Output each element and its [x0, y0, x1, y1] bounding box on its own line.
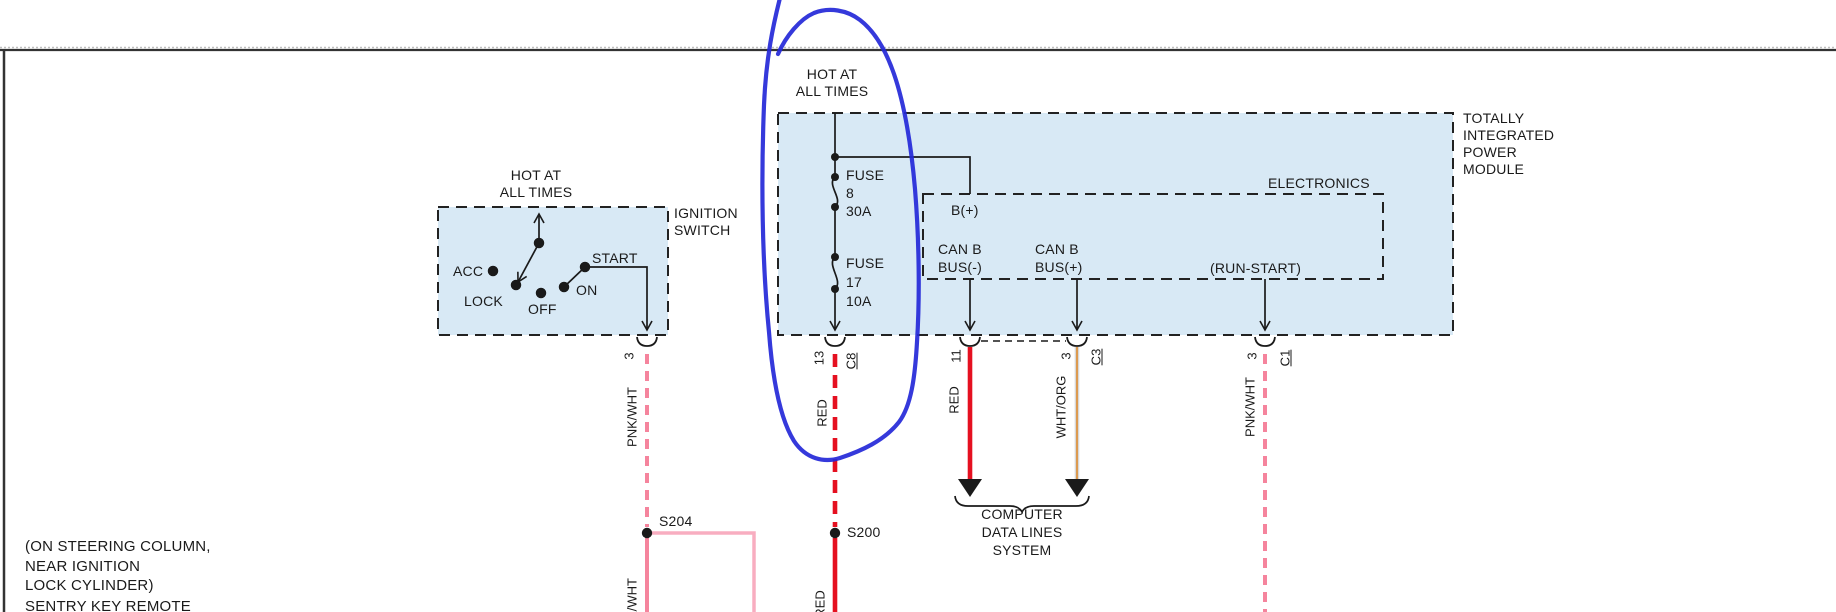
page-frame — [0, 46, 1836, 612]
connector-cups — [636, 336, 1276, 347]
on-contact-dot — [558, 281, 570, 293]
splice-branch — [652, 531, 756, 612]
connector-cup — [1254, 336, 1276, 347]
electronics-label: ELECTRONICS — [1268, 175, 1370, 191]
b-plus-label: B(+) — [951, 202, 979, 218]
run-start-pin-label: 3 — [1244, 352, 1260, 360]
location-note: (ON STEERING COLUMN, NEAR IGNITION LOCK … — [25, 538, 211, 594]
splice-s200-label: S200 — [847, 524, 881, 540]
bus-plus-pin-label: 3 — [1058, 352, 1074, 360]
connector-cup — [959, 336, 981, 347]
computer-data-lines-label: COMPUTER DATA LINES SYSTEM — [981, 506, 1063, 558]
wht-org-wire-label: WHT/ORG — [1053, 375, 1069, 439]
splice-s204-label: S204 — [659, 513, 693, 529]
fuse-pin-label: 13 — [811, 350, 827, 366]
lock-position-label: LOCK — [464, 293, 503, 309]
start-contact-dot — [579, 261, 591, 273]
red-wire-label-bus: RED — [946, 386, 962, 414]
off-position-label: OFF — [528, 301, 557, 317]
arrowhead-solid — [1065, 479, 1089, 497]
start-position-label: START — [592, 250, 638, 266]
tipm-box — [777, 112, 1454, 336]
connector-c1-label: C1 — [1277, 349, 1293, 367]
ignition-switch-internals — [487, 212, 653, 332]
ignition-switch-box — [437, 206, 669, 336]
red-wire-label-fuse: RED — [814, 399, 830, 427]
off-contact-dot — [535, 287, 547, 299]
annotation-circle — [760, 0, 921, 463]
connector-c3-label: C3 — [1088, 348, 1104, 366]
can-b-bus-minus-label: CAN B BUS(-) — [938, 241, 982, 275]
electronics-box — [922, 193, 1384, 280]
connector-cup — [824, 336, 846, 347]
fuse-terminal-dot — [831, 253, 839, 261]
tipm-label: TOTALLY INTEGRATED POWER MODULE — [1463, 110, 1555, 177]
lock-contact-dot — [510, 279, 522, 291]
splice-dot-s204 — [641, 527, 653, 539]
fuse-8-label: FUSE 8 30A — [846, 167, 885, 219]
junction-dot — [831, 153, 839, 161]
fuse-terminal-dot — [831, 285, 839, 293]
bus-minus-pin-label: 11 — [948, 349, 964, 363]
fuse-terminal-dot — [831, 173, 839, 181]
acc-contact-dot — [487, 265, 499, 277]
hot-at-all-times-label-ignition: HOT AT ALL TIMES — [499, 167, 573, 200]
connector-cup — [1066, 336, 1088, 347]
computer-data-brace — [954, 495, 1090, 514]
on-position-label: ON — [576, 282, 598, 298]
ignition-pin-label: 3 — [621, 352, 637, 360]
wire-pnk-wht-ignition — [645, 354, 756, 612]
pnk-wht-wire-label-lower: PNK/WHT — [624, 578, 640, 612]
pnk-wht-wire-label-run-start: PNK/WHT — [1242, 377, 1258, 437]
connector-cup — [636, 336, 658, 347]
run-start-label: (RUN-START) — [1210, 260, 1302, 276]
fuse-terminal-dot — [831, 203, 839, 211]
wire-red-can-bus-minus — [958, 347, 982, 497]
splice-dot-s200 — [829, 527, 841, 539]
can-b-bus-plus-label: CAN B BUS(+) — [1035, 241, 1083, 275]
ignition-switch-label: IGNITION SWITCH — [674, 205, 738, 238]
acc-position-label: ACC — [453, 263, 484, 279]
red-wire-label-lower: RED — [812, 590, 828, 612]
arrowhead-solid — [958, 479, 982, 497]
connector-c8-label: C8 — [843, 352, 859, 370]
hot-at-all-times-label-tipm: HOT AT ALL TIMES — [795, 66, 869, 99]
pnk-wht-wire-label: PNK/WHT — [624, 387, 640, 447]
pivot-contact-dot — [533, 237, 545, 249]
tipm-fuse-circuit — [829, 113, 1271, 332]
component-name-note: SENTRY KEY REMOTE — [25, 598, 191, 612]
fuse-17-label: FUSE 17 10A — [846, 255, 885, 309]
wire-wht-org-can-bus-plus — [1065, 347, 1089, 497]
